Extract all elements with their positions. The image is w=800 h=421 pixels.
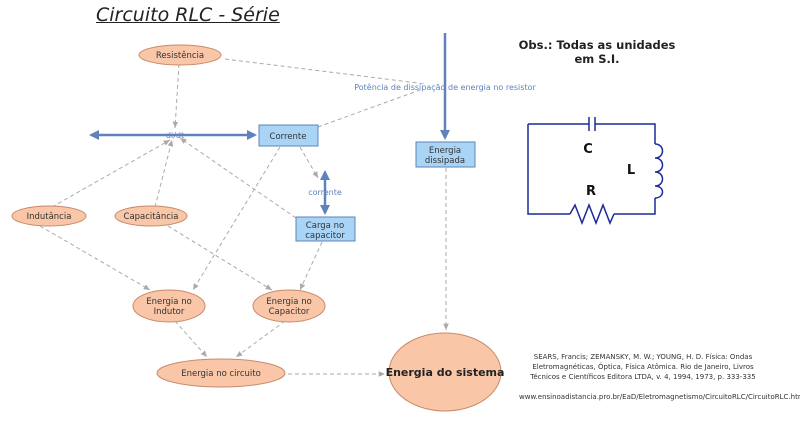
flows — [89, 33, 450, 215]
units-note: Obs.: Todas as unidades em S.I. — [497, 38, 697, 66]
node-energia-dissipada[interactable]: Energia dissipada — [415, 141, 476, 168]
link-resistencia-didt — [172, 63, 180, 129]
link-corrente-potencia — [317, 89, 421, 128]
node-resistencia[interactable]: Resistência — [138, 44, 222, 66]
link-carga-energia-capacitor — [299, 241, 323, 291]
link-carga-didt — [179, 137, 297, 219]
node-carga-capacitor[interactable]: Carga no capacitor — [295, 216, 356, 242]
node-carga-label-1: Carga no — [306, 221, 344, 231]
node-corrente-label: Corrente — [270, 132, 307, 142]
node-energia-indutor-label-1: Energia no — [146, 297, 192, 307]
link-energia-indutor-circuito — [174, 320, 208, 358]
link-corrente-fluxo — [299, 146, 319, 179]
link-indutancia-didt — [51, 139, 171, 208]
capacitor-label: C — [583, 142, 593, 157]
node-energia-indutor[interactable]: Energia no Indutor — [132, 289, 206, 323]
reference-line-2: Eletromagnéticas, Óptica, Física Atômica… — [532, 363, 754, 371]
units-note-line-1: Obs.: Todas as unidades — [518, 38, 676, 52]
node-indutancia[interactable]: Indutância — [11, 205, 87, 227]
node-energia-indutor-label-2: Indutor — [154, 307, 185, 317]
page-title: Circuito RLC - Série — [96, 4, 280, 26]
node-capacitancia-label: Capacitância — [124, 212, 179, 222]
link-capacitancia-didt — [154, 139, 174, 208]
source-url[interactable]: www.ensinoadistancia.pro.br/EaD/Eletroma… — [519, 393, 800, 401]
potencia-label: Potência de dissipação de energia no res… — [354, 82, 536, 92]
node-energia-circuito[interactable]: Energia no circuito — [156, 358, 286, 388]
inductor-coil — [654, 143, 664, 199]
link-energia-capacitor-circuito — [235, 320, 286, 358]
node-energia-capacitor-label-2: Capacitor — [269, 307, 310, 317]
node-energia-sistema-label: Energia do sistema — [386, 366, 505, 379]
node-energia-capacitor[interactable]: Energia no Capacitor — [252, 289, 326, 323]
node-energia-dissipada-label-1: Energia — [429, 146, 461, 156]
node-indutancia-label: Indutância — [27, 212, 72, 222]
resistor-label: R — [586, 184, 596, 199]
node-resistencia-label: Resistência — [156, 50, 204, 61]
node-energia-capacitor-label-1: Energia no — [266, 297, 312, 307]
link-resistencia-potencia — [224, 58, 427, 85]
reference-line-3: Técnicos e Científicos Editora LTDA, v. … — [530, 373, 756, 381]
inductor-label: L — [627, 163, 635, 178]
reference: SEARS, Francis; ZEMANSKY, M. W.; YOUNG, … — [528, 352, 758, 382]
circuit-wire-top-right — [595, 123, 656, 144]
resistor-zigzag — [569, 202, 615, 226]
node-energia-sistema[interactable]: Energia do sistema — [386, 332, 505, 412]
influence-links — [39, 58, 449, 377]
node-capacitancia[interactable]: Capacitância — [114, 205, 188, 227]
link-capacitancia-energia-capacitor — [167, 225, 273, 291]
reference-line-1: SEARS, Francis; ZEMANSKY, M. W.; YOUNG, … — [533, 353, 753, 361]
corrente-flow-label: corrente — [308, 188, 342, 197]
rlc-circuit — [527, 117, 664, 226]
didt-label: di/dt — [166, 131, 184, 140]
node-energia-circuito-label: Energia no circuito — [181, 369, 261, 379]
circuit-wire-left — [527, 124, 570, 215]
node-carga-label-2: capacitor — [305, 231, 345, 241]
node-energia-dissipada-label-2: dissipada — [425, 156, 465, 166]
circuit-wire-right — [614, 198, 656, 215]
units-note-line-2: em S.I. — [574, 52, 620, 66]
flow-labels: Potência de dissipação de energia no res… — [166, 82, 537, 197]
node-corrente[interactable]: Corrente — [258, 124, 319, 147]
link-indutancia-energia-indutor — [39, 225, 151, 291]
